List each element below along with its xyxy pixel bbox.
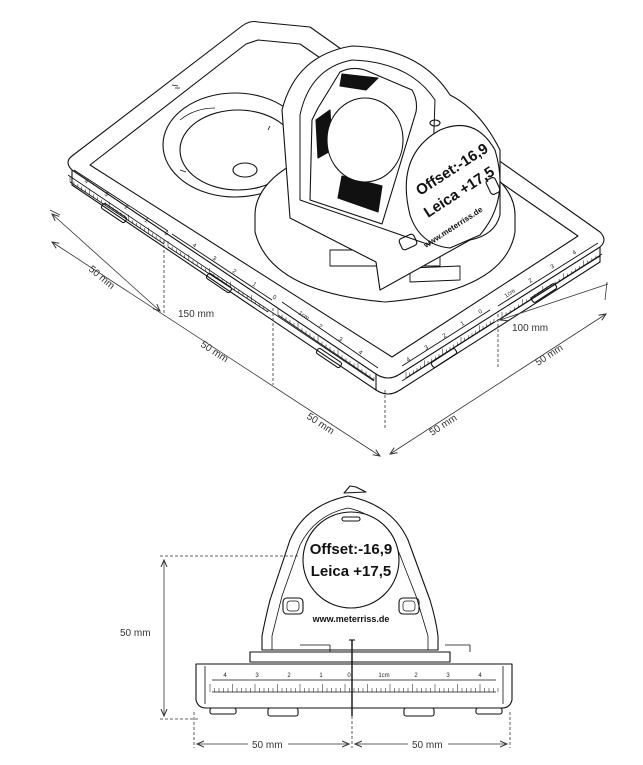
front-left-tick: 4 bbox=[223, 673, 227, 679]
front-dimension-text: 50 mm 50 mm 50 mm 50 mm bbox=[118, 628, 448, 751]
iso-right-tick: 2 bbox=[528, 277, 535, 284]
pin-hole bbox=[232, 162, 258, 178]
dim-150: 150 mm bbox=[178, 309, 214, 320]
dim-bottom-left-50: 50 mm bbox=[252, 740, 283, 751]
grip-recess bbox=[485, 177, 501, 195]
prism-glass bbox=[326, 97, 404, 183]
iso-right-tick: 1cm bbox=[504, 288, 517, 299]
dim-front-50-b: 50 mm bbox=[304, 411, 336, 437]
dim-height-50: 50 mm bbox=[118, 628, 149, 639]
front-ruler-ticks bbox=[209, 684, 499, 692]
iso-right-tick: 4 bbox=[572, 249, 579, 256]
dim-height-50-label: 50 mm bbox=[120, 628, 151, 639]
front-url-label: www.meterriss.de bbox=[312, 614, 390, 624]
iso-right-front-tick: 0 bbox=[478, 308, 485, 315]
front-left-tick: 1 bbox=[319, 673, 323, 679]
front-leica-label: Leica +17,5 bbox=[311, 563, 391, 580]
iso-dimension-lines bbox=[49, 209, 609, 456]
label-disc bbox=[405, 125, 501, 249]
front-labels: Offset:-16,9 Leica +17,5 www.meterriss.d… bbox=[223, 541, 482, 679]
iso-right-tick: 3 bbox=[550, 263, 557, 270]
dim-right-100: 100 mm bbox=[512, 323, 548, 334]
front-right-tick: 2 bbox=[414, 673, 418, 679]
front-left-tick: 2 bbox=[287, 673, 291, 679]
front-left-tick: 0 bbox=[347, 673, 351, 679]
foot bbox=[530, 283, 558, 303]
iso-left-tick: 0 bbox=[163, 231, 170, 238]
grip-recess bbox=[398, 233, 418, 251]
front-label-disc bbox=[302, 511, 400, 609]
front-left-tick: 3 bbox=[255, 673, 259, 679]
dim-right-50-b: 50 mm bbox=[534, 343, 566, 369]
front-offset-label: Offset:-16,9 bbox=[310, 541, 393, 558]
grip-right bbox=[398, 597, 420, 615]
dim-right-50-a: 50 mm bbox=[428, 413, 460, 439]
front-view bbox=[195, 485, 513, 717]
front-right-tick: 3 bbox=[446, 673, 450, 679]
grip-left bbox=[282, 597, 304, 615]
iso-left-tick: 4 bbox=[83, 179, 90, 186]
iso-left-tick: 2 bbox=[123, 205, 130, 212]
front-right-tick: 1cm bbox=[378, 673, 389, 679]
iso-left-tick: 3 bbox=[103, 192, 110, 199]
front-right-tick: 4 bbox=[478, 673, 482, 679]
isometric-view bbox=[67, 20, 605, 395]
front-base bbox=[195, 663, 513, 709]
dim-bottom-right-50: 50 mm bbox=[412, 740, 443, 751]
dim-front-50-a: 50 mm bbox=[198, 339, 230, 365]
